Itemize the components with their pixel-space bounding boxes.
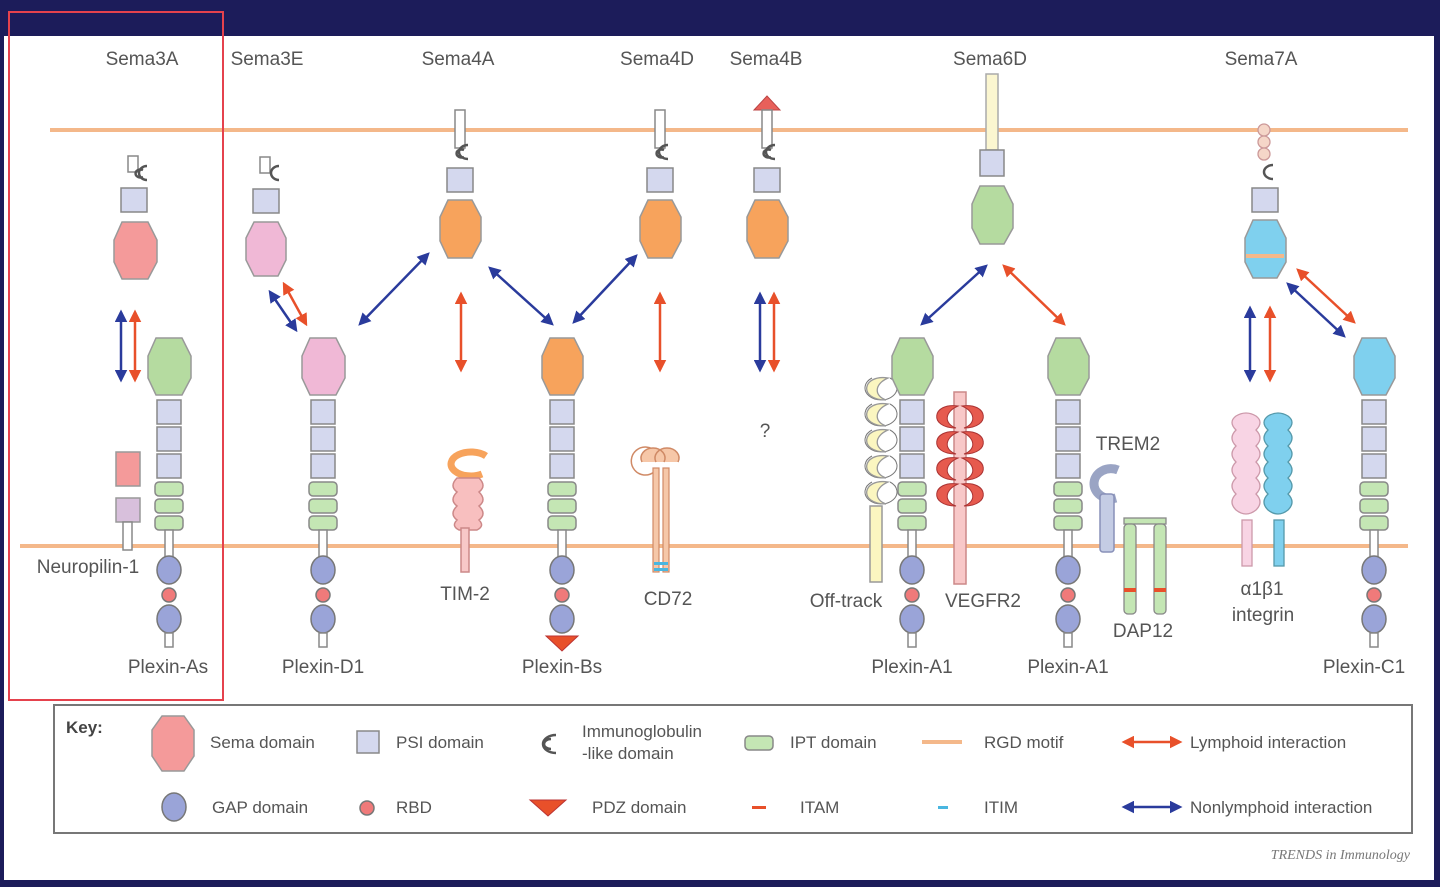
key-psi-label: PSI domain [396, 733, 484, 752]
dap12-receptor [1123, 517, 1167, 615]
label-vegfr2: VEGFR2 [944, 591, 1022, 612]
label-plexin-a1-right: Plexin-A1 [1027, 657, 1109, 678]
arrow-sema4a-plexind1 [358, 252, 430, 326]
label-integrin-line2: integrin [1231, 605, 1295, 626]
plexin-as-receptor [147, 337, 192, 648]
cd72-receptor [630, 446, 680, 573]
key-rgd-label: RGD motif [984, 733, 1064, 752]
sema3e-protein [245, 156, 287, 277]
off-track-receptor [864, 377, 898, 583]
label-sema7a: Sema7A [1224, 49, 1298, 70]
label-plexin-d1: Plexin-D1 [281, 657, 365, 678]
key-itim-icon [938, 806, 948, 809]
label-dap12: DAP12 [1112, 621, 1174, 642]
key-lymphoid-label: Lymphoid interaction [1190, 733, 1347, 752]
label-sema3e: Sema3E [230, 49, 304, 70]
key-itam-label: ITAM [800, 798, 840, 817]
key-itim-label: ITIM [984, 798, 1018, 817]
key-itam-icon [752, 806, 766, 809]
label-unknown: ? [759, 421, 771, 442]
label-off-track: Off-track [809, 591, 883, 612]
key-ipt-icon [744, 735, 774, 751]
sema3a-protein [113, 155, 158, 280]
label-plexin-as: Plexin-As [127, 657, 209, 678]
arrow-sema7a-plexinc1-lymphoid [1296, 268, 1356, 324]
key-ig-icon [541, 733, 557, 755]
key-rgd-icon [922, 740, 962, 744]
vegfr2-receptor [936, 391, 984, 585]
key-title: Key: [66, 718, 103, 737]
key-sema-icon [151, 715, 195, 772]
key-nonlymphoid-label: Nonlymphoid interaction [1190, 798, 1373, 817]
label-cd72: CD72 [643, 589, 693, 610]
arrow-sema7a-plexinc1-nonlymphoid [1286, 282, 1346, 338]
sema6d-protein [971, 73, 1014, 245]
label-sema4a: Sema4A [421, 49, 495, 70]
key-rbd-icon [359, 800, 375, 816]
figure-credit: TRENDS in Immunology [1270, 848, 1410, 863]
label-plexin-a1-left: Plexin-A1 [871, 657, 953, 678]
arrow-sema6d-lymphoid [1002, 264, 1066, 326]
label-integrin-line1: α1β1 [1240, 579, 1284, 600]
label-trem2: TREM2 [1095, 434, 1161, 455]
key-pdz-icon [528, 799, 568, 817]
key-box [53, 704, 1413, 834]
arrow-sema3e-lymphoid [282, 281, 308, 327]
highlight-box [8, 11, 224, 701]
key-sema-label: Sema domain [210, 733, 315, 752]
key-ig-label-line1: Immunoglobulin [582, 722, 703, 741]
key-psi-icon [356, 730, 380, 754]
plexin-bs-receptor [541, 337, 584, 652]
label-sema6d: Sema6D [953, 49, 1027, 70]
key-ig-label-line2: -like domain [582, 744, 674, 763]
neuropilin1-receptor [115, 451, 141, 551]
integrin-receptor [1231, 412, 1293, 567]
key-ipt-label: IPT domain [790, 733, 877, 752]
sema7a-protein [1244, 123, 1287, 279]
label-neuropilin1: Neuropilin-1 [36, 557, 140, 578]
trem2-receptor [1089, 464, 1120, 553]
tim2-receptor [447, 448, 488, 573]
sema4a-protein [439, 109, 482, 259]
label-sema3a: Sema3A [105, 49, 179, 70]
key-gap-label: GAP domain [212, 798, 309, 817]
key-rbd-label: RBD [396, 798, 432, 817]
label-sema4d: Sema4D [620, 49, 694, 70]
arrow-sema6d-nonlymphoid [920, 264, 988, 326]
label-tim2: TIM-2 [440, 584, 490, 605]
label-sema4b: Sema4B [729, 49, 803, 70]
plexin-d1-receptor [301, 337, 346, 648]
plexin-a1-right-receptor [1047, 337, 1090, 648]
arrow-sema4a-plexinbs [488, 266, 554, 326]
sema4b-protein [746, 95, 789, 259]
plexin-a1-left-receptor [891, 337, 934, 648]
key-gap-icon [161, 792, 187, 822]
label-plexin-c1: Plexin-C1 [1322, 657, 1406, 678]
arrow-sema4d-plexinbs [572, 254, 638, 324]
key-pdz-label: PDZ domain [592, 798, 687, 817]
label-plexin-bs: Plexin-Bs [521, 657, 603, 678]
sema4d-protein [639, 109, 682, 259]
plexin-c1-receptor [1353, 337, 1396, 648]
